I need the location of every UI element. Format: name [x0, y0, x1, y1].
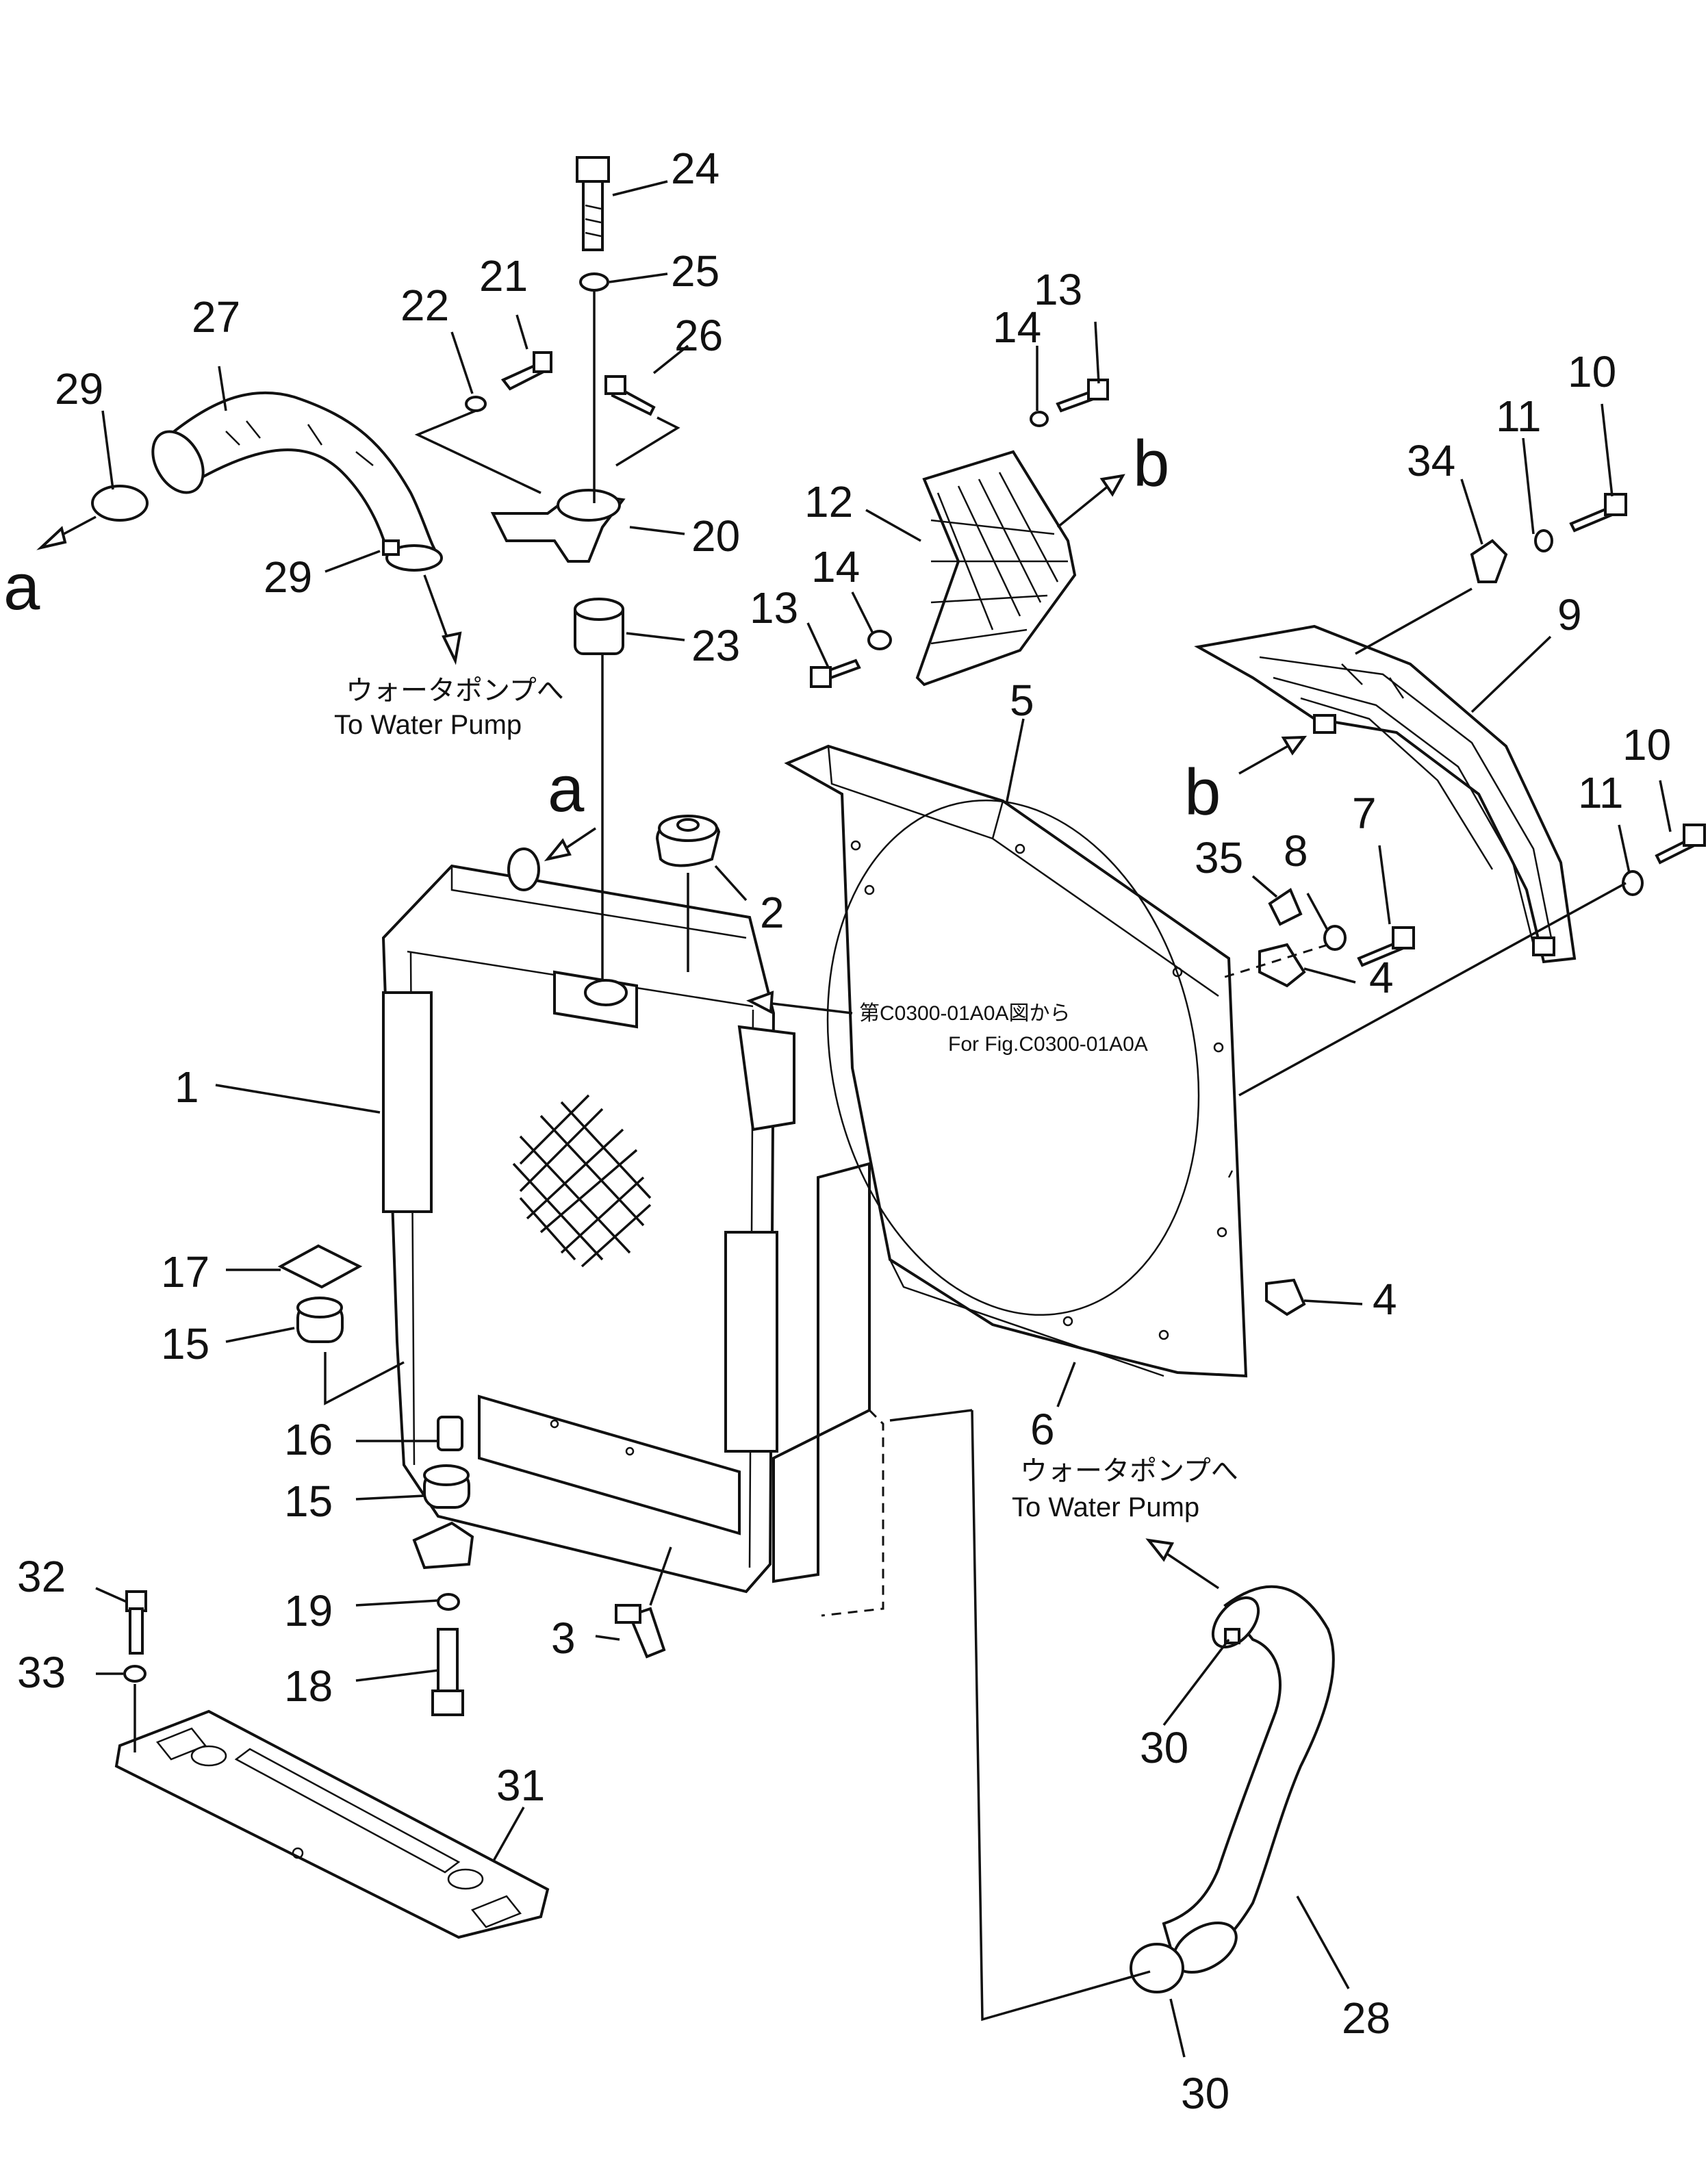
- label-1: 1: [175, 1062, 199, 1112]
- label-32: 32: [17, 1552, 66, 1601]
- label-30-upper: 30: [1140, 1723, 1188, 1772]
- label-24: 24: [671, 144, 719, 193]
- label-35: 35: [1195, 833, 1243, 882]
- ref-b-top: b: [1133, 427, 1169, 500]
- note-fig-ref-en: For Fig.C0300-01A0A: [948, 1033, 1148, 1056]
- fan-guard-upper: [915, 450, 1077, 687]
- label-4-lower: 4: [1373, 1275, 1397, 1324]
- label-17: 17: [161, 1247, 209, 1297]
- label-33: 33: [17, 1648, 66, 1697]
- label-15-upper: 15: [161, 1319, 209, 1368]
- ref-a-left: a: [3, 550, 40, 624]
- label-26: 26: [674, 311, 723, 360]
- label-29-lower: 29: [264, 552, 312, 602]
- label-8: 8: [1284, 826, 1308, 876]
- label-22: 22: [400, 281, 449, 330]
- note-fig-ref-jp: 第C0300-01A0A図から: [859, 1002, 1070, 1025]
- mounting-bracket: [490, 156, 626, 655]
- fan-guard-lower: [1194, 624, 1577, 964]
- label-4-upper: 4: [1369, 953, 1394, 1002]
- note-water-pump-en-lower: To Water Pump: [1012, 1492, 1199, 1522]
- label-7: 7: [1352, 789, 1377, 838]
- label-10-lower: 10: [1622, 720, 1671, 769]
- label-34: 34: [1407, 436, 1455, 485]
- ref-b-mid: b: [1184, 756, 1221, 829]
- radiator-core: [381, 847, 884, 1617]
- label-20: 20: [691, 511, 740, 561]
- label-5: 5: [1010, 676, 1034, 725]
- label-13-upper: 13: [1034, 265, 1082, 314]
- label-13-lower: 13: [750, 583, 798, 633]
- label-21: 21: [479, 251, 528, 301]
- label-19: 19: [284, 1586, 333, 1635]
- label-14-lower: 14: [811, 542, 860, 591]
- label-18: 18: [284, 1661, 333, 1711]
- label-12: 12: [804, 477, 853, 526]
- label-11-upper: 11: [1496, 392, 1541, 441]
- label-23: 23: [691, 621, 740, 670]
- upper-hose: [151, 391, 443, 572]
- label-6: 6: [1030, 1405, 1055, 1454]
- radiator-mesh: [512, 1094, 652, 1268]
- lower-hose: [1162, 1585, 1335, 1974]
- note-water-pump-jp-lower: ウォータポンプへ: [1020, 1456, 1238, 1486]
- note-water-pump-jp-upper: ウォータポンプへ: [346, 676, 564, 706]
- leader-lines: [36, 180, 1672, 2058]
- label-2: 2: [760, 888, 785, 937]
- label-30-lower: 30: [1181, 2069, 1229, 2118]
- label-31: 31: [496, 1761, 545, 1810]
- label-29-upper: 29: [55, 364, 103, 413]
- label-3: 3: [551, 1614, 576, 1663]
- fan-shroud: [784, 744, 1248, 1378]
- label-10-upper: 10: [1568, 347, 1616, 396]
- label-14-upper: 14: [993, 303, 1041, 352]
- label-16: 16: [284, 1415, 333, 1464]
- label-27: 27: [192, 292, 240, 342]
- label-15-lower: 15: [284, 1477, 333, 1526]
- hose-clamps: [91, 485, 1240, 1993]
- bolts-washers: [465, 351, 1706, 1659]
- note-water-pump-en-upper: To Water Pump: [334, 710, 522, 740]
- label-25: 25: [671, 246, 719, 296]
- undercover-plate: [114, 1709, 550, 1939]
- ref-a-mid: a: [548, 752, 585, 826]
- lower-mounts: [123, 1244, 474, 1716]
- label-11-lower: 11: [1578, 768, 1623, 817]
- label-9: 9: [1557, 590, 1582, 639]
- part-labels: 24 25 26 21 22 27 29 29 20 23 12 13 14 1…: [3, 144, 1671, 2118]
- label-28: 28: [1342, 1993, 1390, 2043]
